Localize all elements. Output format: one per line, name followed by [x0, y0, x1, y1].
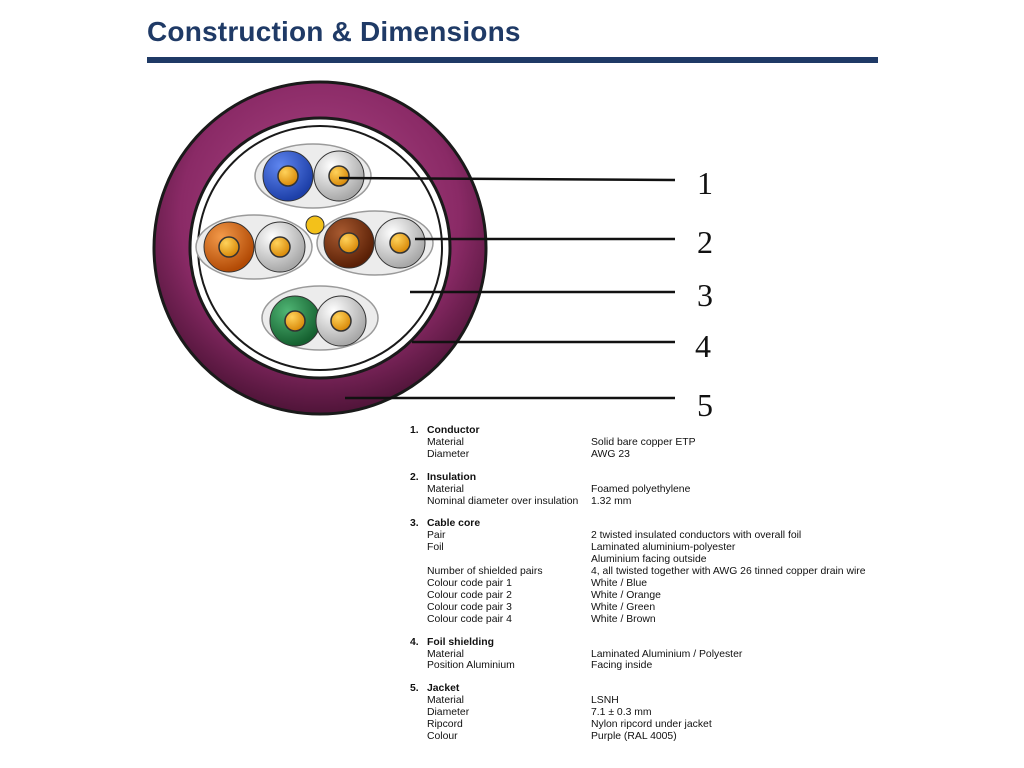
- pair-3-white-green: [261, 285, 379, 351]
- spec-row: Pair 2 twisted insulated conductors with…: [410, 530, 890, 542]
- pair-1-white-blue: [254, 143, 372, 209]
- copper-core: [218, 236, 240, 258]
- cable-cross-section-diagram: 1 2 3 4 5: [152, 80, 713, 423]
- section-title: Jacket: [427, 683, 460, 695]
- section-title: Cable core: [427, 518, 481, 530]
- spec-value: Solid bare copper ETP: [591, 436, 696, 448]
- specifications-list: 1. Conductor Material Solid bare copper …: [410, 425, 890, 754]
- spec-row: Colour code pair 2 White / Orange: [410, 590, 890, 602]
- spec-label: Number of shielded pairs: [427, 566, 543, 578]
- copper-core: [330, 310, 352, 332]
- spec-row: Colour code pair 1 White / Blue: [410, 578, 890, 590]
- spec-value: White / Green: [591, 601, 656, 613]
- spec-row: Nominal diameter over insulation 1.32 mm: [410, 496, 890, 508]
- copper-core: [277, 165, 299, 187]
- spec-label: Position Aluminium: [427, 660, 515, 672]
- section-number: 5.: [410, 683, 419, 695]
- spec-label: Nominal diameter over insulation: [427, 495, 579, 507]
- spec-row: Colour Purple (RAL 4005): [410, 731, 890, 743]
- copper-core: [338, 232, 360, 254]
- spec-row: Material Laminated Aluminium / Polyester: [410, 649, 890, 661]
- section-title: Insulation: [427, 471, 477, 483]
- spec-section-jacket: 5. Jacket Material LSNH Diameter 7.1 ± 0…: [410, 683, 890, 743]
- spec-row: Number of shielded pairs 4, all twisted …: [410, 566, 890, 578]
- spec-section-cable-core: 3. Cable core Pair 2 twisted insulated c…: [410, 518, 890, 625]
- pair-4-white-brown: [316, 210, 434, 276]
- pair-2-white-orange: [195, 214, 313, 280]
- spec-label: Colour code pair 1: [427, 577, 512, 589]
- section-number: 3.: [410, 518, 419, 530]
- spec-row: Ripcord Nylon ripcord under jacket: [410, 719, 890, 731]
- spec-section-foil-shielding: 4. Foil shielding Material Laminated Alu…: [410, 637, 890, 673]
- spec-row: Colour code pair 4 White / Brown: [410, 614, 890, 626]
- spec-row: Material LSNH: [410, 695, 890, 707]
- spec-value: 7.1 ± 0.3 mm: [591, 707, 652, 719]
- callout-3: 3: [697, 277, 713, 313]
- spec-label: Diameter: [427, 448, 470, 460]
- spec-section-insulation: 2. Insulation Material Foamed polyethyle…: [410, 472, 890, 508]
- spec-label: Colour: [427, 730, 458, 742]
- spec-value: White / Brown: [591, 613, 656, 625]
- spec-section-conductor: 1. Conductor Material Solid bare copper …: [410, 425, 890, 461]
- section-title: Conductor: [427, 425, 480, 436]
- spec-label: Material: [427, 436, 464, 448]
- spec-row: Colour code pair 3 White / Green: [410, 602, 890, 614]
- spec-value: White / Orange: [591, 589, 661, 601]
- spec-label: Material: [427, 483, 464, 495]
- spec-row: Material Solid bare copper ETP: [410, 437, 890, 449]
- leader-line-1: [338, 176, 676, 182]
- spec-label: Material: [427, 648, 464, 660]
- section-number: 4.: [410, 636, 419, 648]
- section-heading: 3. Cable core: [410, 518, 890, 530]
- spec-value: Nylon ripcord under jacket: [591, 719, 712, 731]
- spec-row: Diameter AWG 23: [410, 449, 890, 461]
- spec-value: Facing inside: [591, 660, 653, 672]
- copper-core: [328, 165, 350, 187]
- callout-2: 2: [697, 224, 713, 260]
- spec-value: Laminated aluminium-polyester: [591, 542, 736, 554]
- spec-label: Colour code pair 2: [427, 589, 512, 601]
- spec-value-continuation: Aluminium facing outside: [591, 554, 707, 566]
- spec-label: Material: [427, 695, 464, 707]
- drain-wire: [305, 215, 325, 235]
- spec-label: Colour code pair 3: [427, 601, 512, 613]
- section-number: 1.: [410, 425, 419, 436]
- section-heading: 5. Jacket: [410, 683, 890, 695]
- spec-value: Foamed polyethylene: [591, 483, 691, 495]
- spec-value: 2 twisted insulated conductors with over…: [591, 530, 802, 542]
- spec-value: 1.32 mm: [591, 495, 632, 507]
- spec-row: Material Foamed polyethylene: [410, 484, 890, 496]
- callout-1: 1: [697, 165, 713, 201]
- spec-label: Pair: [427, 530, 446, 542]
- spec-value: White / Blue: [591, 577, 648, 589]
- callout-5: 5: [697, 387, 713, 423]
- section-heading: 2. Insulation: [410, 472, 890, 484]
- copper-core: [389, 232, 411, 254]
- copper-core: [284, 310, 306, 332]
- spec-value: Laminated Aluminium / Polyester: [591, 648, 743, 660]
- callout-4: 4: [695, 328, 711, 364]
- spec-value: AWG 23: [591, 448, 630, 460]
- title-underline: [147, 57, 878, 63]
- spec-label: Diameter: [427, 707, 470, 719]
- spec-row: Diameter 7.1 ± 0.3 mm: [410, 707, 890, 719]
- section-heading: 1. Conductor: [410, 425, 890, 437]
- page-title: Construction & Dimensions: [147, 16, 521, 47]
- spec-label: Ripcord: [427, 719, 463, 731]
- section-number: 2.: [410, 471, 419, 483]
- section-title: Foil shielding: [427, 636, 494, 648]
- spec-value: 4, all twisted together with AWG 26 tinn…: [591, 566, 866, 578]
- spec-label: Foil: [427, 542, 444, 554]
- spec-value: LSNH: [591, 695, 619, 707]
- section-heading: 4. Foil shielding: [410, 637, 890, 649]
- copper-core: [269, 236, 291, 258]
- spec-value: Purple (RAL 4005): [591, 730, 677, 742]
- spec-row: Foil Laminated aluminium-polyester: [410, 542, 890, 554]
- spec-label: Colour code pair 4: [427, 613, 512, 625]
- spec-row: Position Aluminium Facing inside: [410, 660, 890, 672]
